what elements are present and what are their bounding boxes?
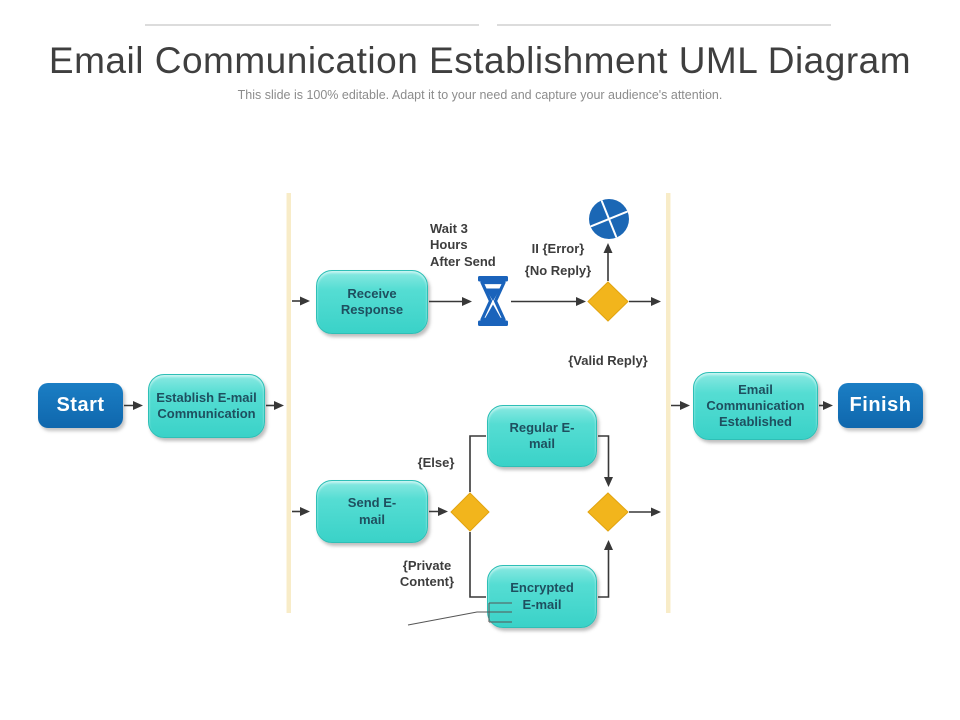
label-error-guard: II {Error}	[531, 241, 585, 256]
header-divider-right	[497, 24, 831, 26]
arrow-encrypted-to-merge	[598, 540, 613, 598]
activity-receive-response: Receive Response	[316, 270, 428, 334]
finish-node: Finish	[838, 383, 923, 428]
label-no-reply-guard: {No Reply}	[524, 263, 592, 278]
label-valid-reply-guard: {Valid Reply}	[568, 353, 648, 368]
header-divider-left	[145, 24, 479, 26]
decision-diamond-content	[450, 492, 490, 532]
start-node: Start	[38, 383, 123, 428]
activity-email-communication-established: Email Communication Established	[693, 372, 818, 440]
page-subtitle: This slide is 100% editable. Adapt it to…	[237, 88, 723, 102]
hourglass-wait-icon	[478, 276, 508, 326]
decision-diamond-reply	[587, 281, 629, 322]
activity-send-email: Send E- mail	[316, 480, 428, 543]
activity-regular-email: Regular E- mail	[487, 405, 597, 467]
page-title: Email Communication Establishment UML Di…	[48, 40, 912, 81]
activity-encrypted-email: Encrypted E-mail	[487, 565, 597, 628]
line-decision-to-encrypted	[469, 532, 486, 598]
label-else-guard: {Else}	[417, 455, 455, 470]
activity-establish-email-communication: Establish E-mail Communication	[148, 374, 265, 438]
line-decision-to-regular	[469, 435, 486, 492]
sync-bar-left	[286, 193, 291, 613]
flow-final-circle-x-icon	[589, 199, 629, 239]
sync-bar-right	[666, 193, 671, 613]
label-wait-3-hours: Wait 3 Hours After Send	[430, 221, 496, 269]
arrow-regular-to-merge	[598, 435, 613, 487]
label-private-content-guard: {Private Content}	[399, 558, 455, 590]
merge-diamond-email	[587, 492, 629, 532]
